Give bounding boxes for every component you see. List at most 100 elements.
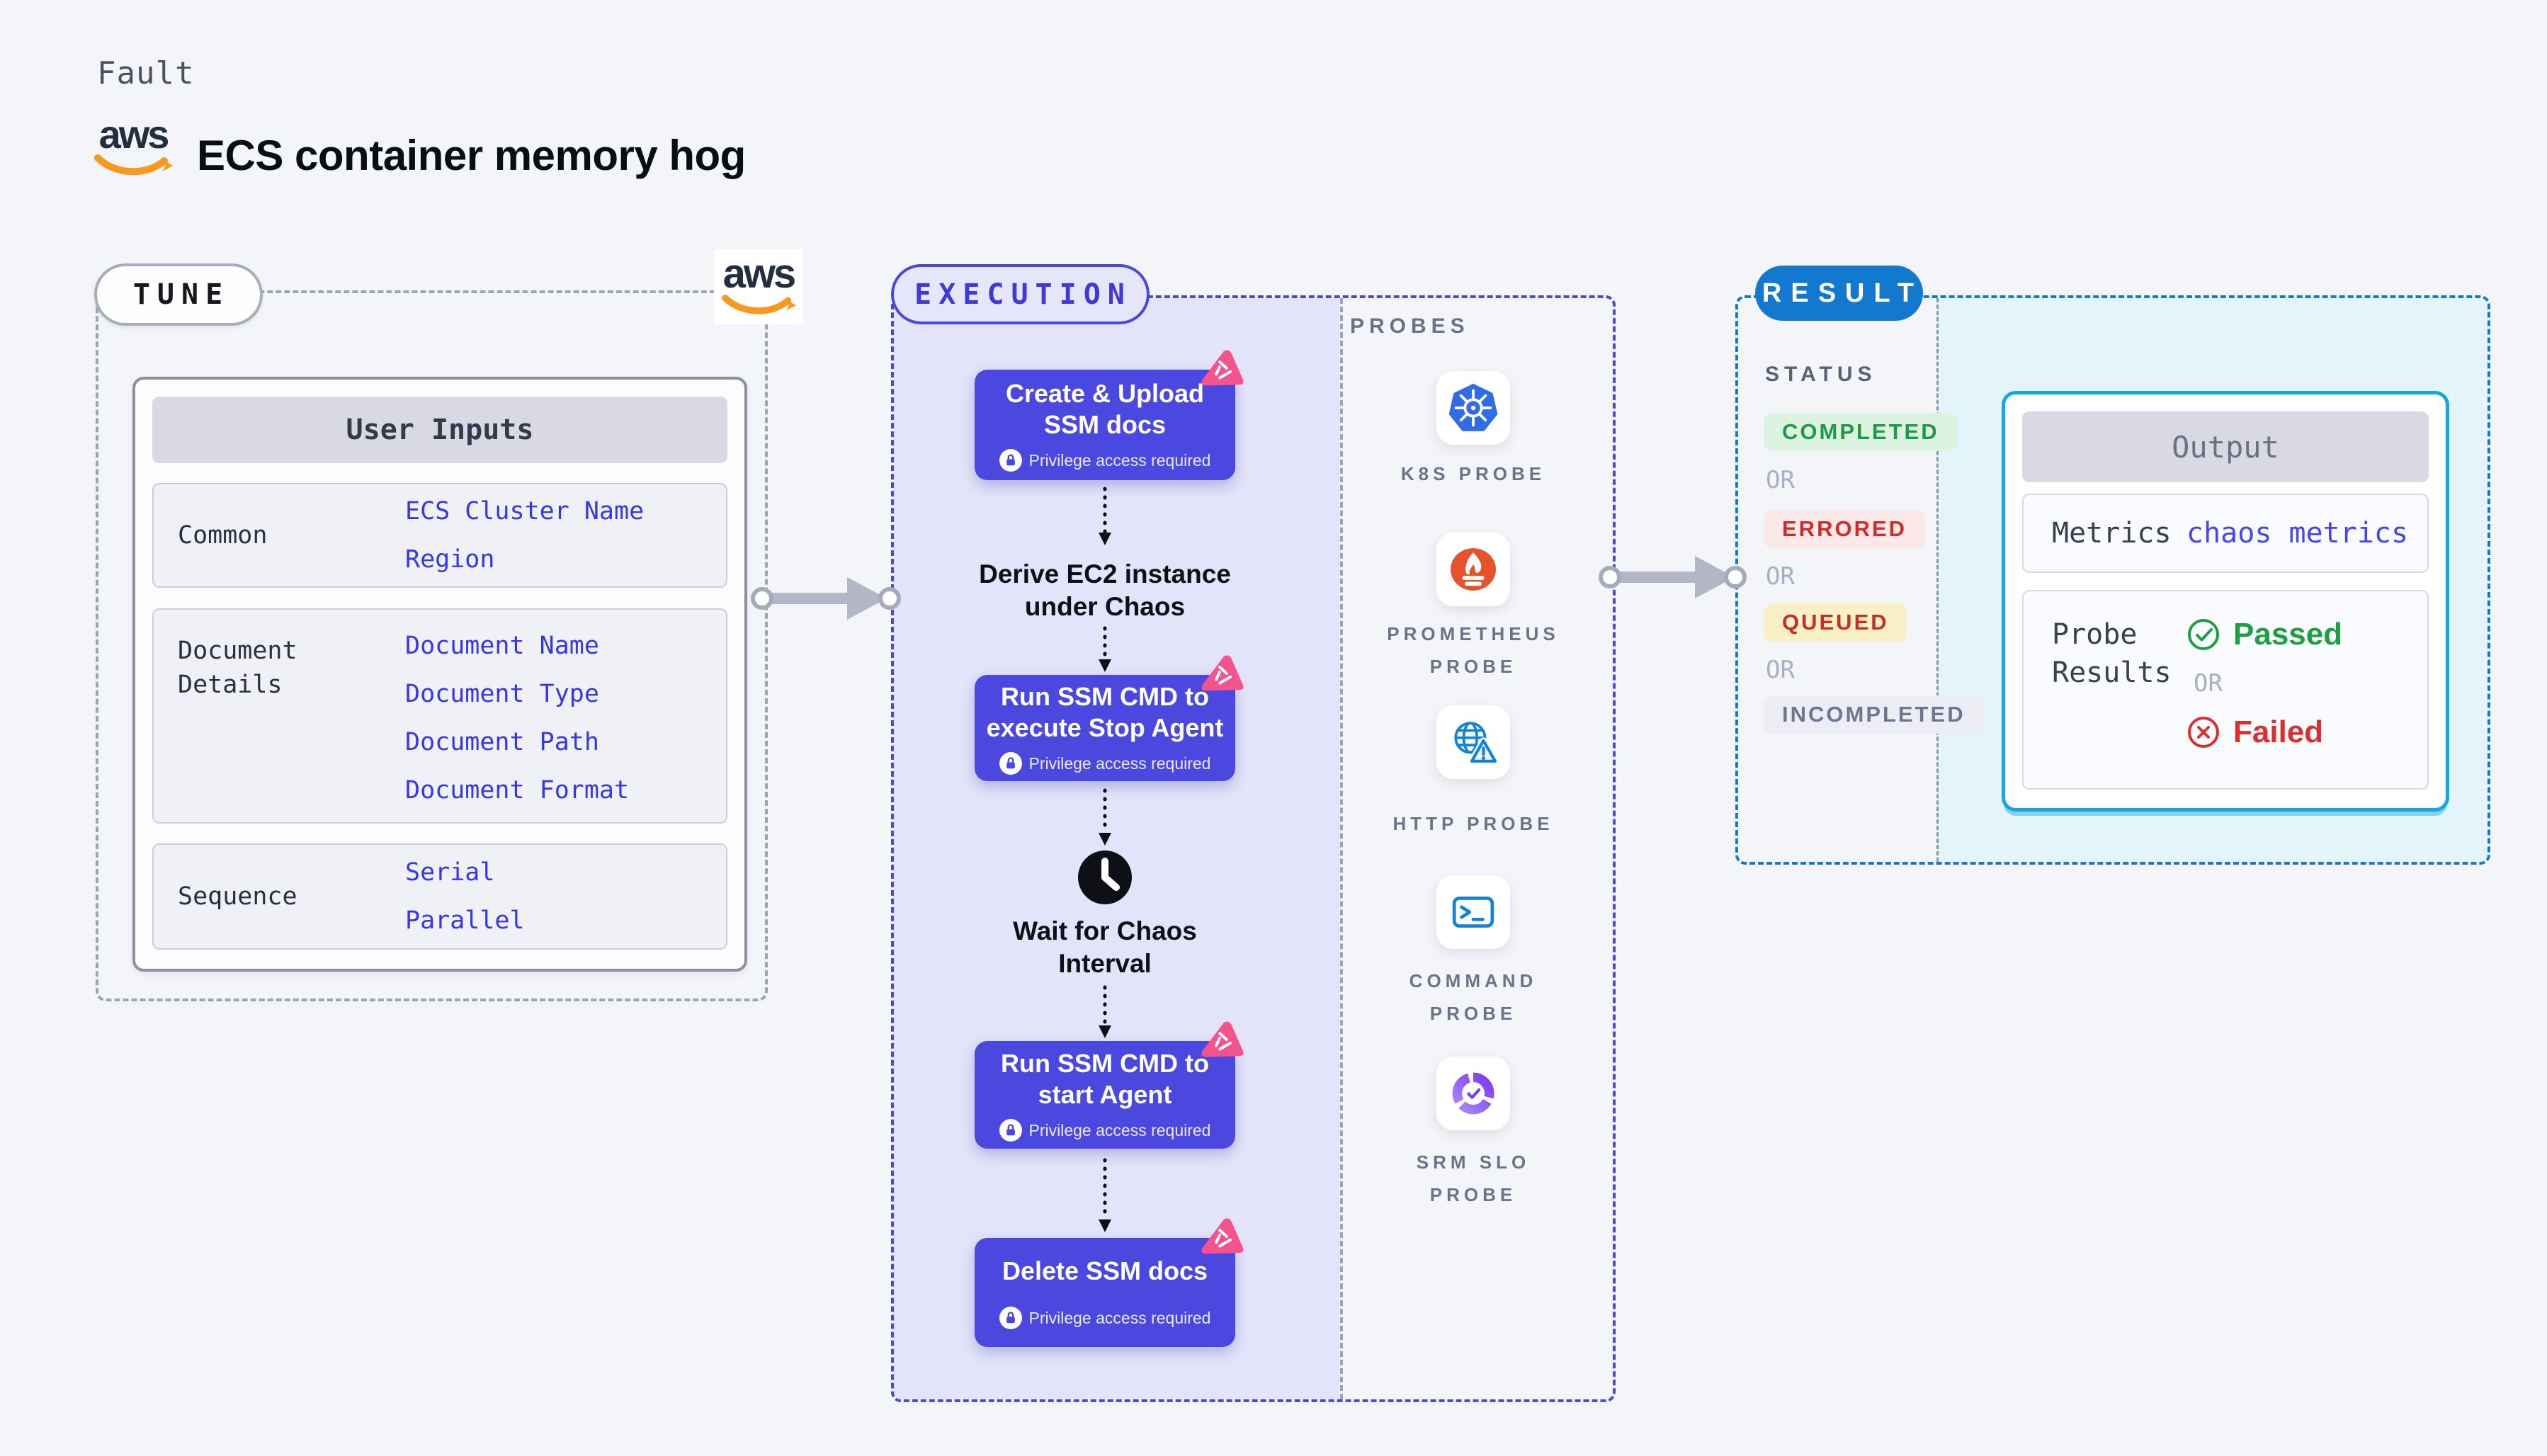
probe-label-command: COMMAND PROBE [1409,970,1538,1024]
execution-badge: EXECUTION [891,264,1150,324]
execution-badge-label: EXECUTION [914,278,1132,311]
probe-results-label: Probe Results [2052,618,2172,689]
output-card: Output Metrics chaos metrics Probe Resul… [2002,391,2449,812]
step-title: Run SSM CMD to execute Stop Agent [986,682,1224,742]
input-value: Document Type [405,680,599,708]
step-delete-ssm-docs: Delete SSM docs Privilege access require… [975,1218,1244,1347]
aws-smile-icon [94,154,173,176]
tune-section-box [96,290,768,1001]
x-circle-icon [2188,717,2219,748]
failed-label: Failed [2233,715,2324,749]
probes-heading: PROBES [1350,314,1470,338]
user-inputs-card: User Inputs Common ECS Cluster Name Regi… [132,377,747,972]
metrics-label: Metrics [2052,517,2172,550]
probe-label-k8s: K8S PROBE [1400,463,1546,484]
step-title: Delete SSM docs [1002,1256,1208,1285]
privilege-row: Privilege access required [999,752,1211,775]
probe-results-row: Probe Results Passed OR Failed [2022,590,2429,790]
input-group-label: Common [178,521,268,550]
lock-icon [999,752,1022,775]
probe-results-values: Passed OR Failed [2186,591,2342,788]
status-badge-errored: ERRORED [1764,510,1926,548]
chaos-icon [1197,1215,1248,1263]
privilege-row: Privilege access required [999,1119,1211,1142]
or-label: OR [1766,562,1795,591]
clock-icon [1078,851,1132,904]
probe-label-prometheus: PROMETHEUS PROBE [1387,623,1560,677]
privilege-label: Privilege access required [1028,1308,1211,1327]
privilege-row: Privilege access required [999,1307,1211,1330]
lock-icon [999,1307,1022,1330]
flow-arrow-down [1099,985,1111,1038]
step-create-upload-ssm-docs: Create & Upload SSM docs Privilege acces… [975,350,1244,480]
input-group-values: Serial Parallel [405,859,525,934]
execution-section-box [891,295,1616,1402]
aws-logo: aws [93,115,173,180]
input-value: Region [405,545,495,574]
privilege-row: Privilege access required [999,449,1211,472]
privilege-label: Privilege access required [1028,1120,1211,1139]
probe-label-srm-slo: SRM SLO PROBE [1416,1151,1531,1205]
prometheus-icon [1451,548,1496,591]
user-inputs-header: User Inputs [152,397,727,463]
input-value: Document Path [405,728,599,756]
note-derive-ec2: Derive EC2 instance under Chaos [979,559,1231,621]
chaos-icon [1197,1018,1248,1067]
input-group-values: ECS Cluster Name Region [405,498,644,573]
privilege-label: Privilege access required [1028,753,1211,773]
http-globe-warning-icon [1454,722,1497,765]
status-badge-queued: QUEUED [1764,603,1907,642]
status-badge-incompleted: INCOMPLETED [1764,695,1984,734]
lock-icon [999,449,1022,472]
lock-icon [999,1119,1022,1142]
execution-flow-panel [894,298,1340,1399]
or-label: OR [2194,669,2223,698]
step-title: Run SSM CMD to start Agent [1001,1049,1209,1109]
input-value: Document Format [405,776,630,804]
or-label: OR [1766,656,1795,684]
slo-gauge-icon [1452,1072,1494,1115]
failed-row: Failed [2186,715,2342,750]
aws-logo-word: aws [722,251,797,297]
probe-label-http: HTTP PROBE [1392,813,1554,834]
metrics-row: Metrics chaos metrics [2022,494,2429,573]
passed-row: Passed [2186,617,2342,652]
execution-probes-divider [1340,298,1343,1399]
step-run-ssm-cmd-stop-agent: Run SSM CMD to execute Stop Agent Privil… [975,655,1244,781]
input-group-common: Common ECS Cluster Name Region [152,483,727,588]
input-value: ECS Cluster Name [405,497,645,525]
step-title: Create & Upload SSM docs [1005,379,1205,439]
chaos-icon [1197,347,1248,395]
result-badge-label: RESULT [1762,278,1924,308]
step-run-ssm-cmd-start-agent: Run SSM CMD to start Agent Privilege acc… [975,1021,1244,1149]
or-label: OR [1766,466,1795,494]
input-value: Serial [405,858,495,887]
input-group-label: Document Details [178,637,297,699]
probe-card-k8s [1436,371,1510,445]
aws-logo-tune: aws [714,249,803,324]
metrics-link[interactable]: chaos metrics [2186,517,2409,550]
result-divider [1936,298,1939,862]
tune-to-execution-arrow [751,577,901,620]
input-group-document-details: Document Details Document Name Document … [152,608,727,824]
status-badge-completed: COMPLETED [1764,413,1958,451]
terminal-icon [1452,897,1494,928]
probe-card-prometheus [1436,533,1510,606]
flow-arrow-down [1099,1158,1111,1232]
tune-badge: TUNE [94,263,263,326]
probe-card-http [1436,705,1510,779]
aws-logo-word: aws [98,112,170,157]
fault-eyebrow: Fault [97,55,195,91]
check-circle-icon [2188,619,2219,650]
status-heading: STATUS [1765,363,1877,386]
aws-smile-icon [722,295,796,314]
note-wait-interval: Wait for Chaos Interval [1013,916,1197,978]
chaos-icon [1197,652,1248,700]
flow-arrow-down [1099,626,1111,672]
probe-card-command [1436,875,1510,949]
privilege-label: Privilege access required [1028,450,1211,470]
execution-to-result-arrow [1599,556,1747,598]
probe-card-srm-slo [1436,1057,1510,1130]
input-value: Parallel [405,906,525,935]
